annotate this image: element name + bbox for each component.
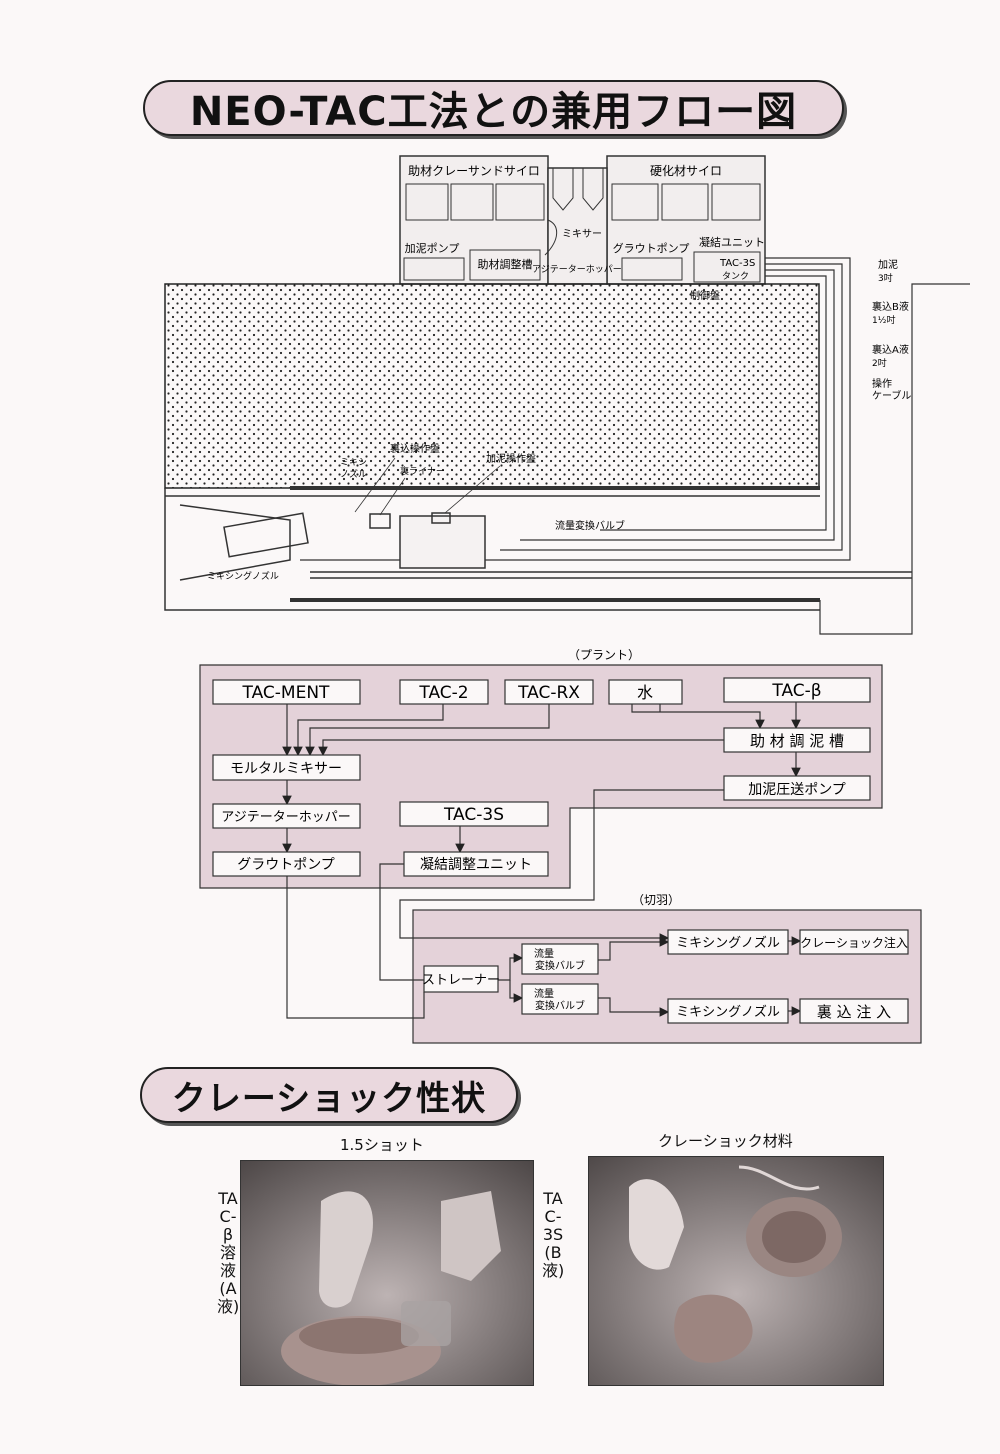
tac3s-tank-label: TAC-3S [719, 258, 755, 269]
pipe-a-label: 裏込A液 [872, 343, 909, 356]
box-valve2 [521, 983, 599, 1015]
page-title: NEO-TAC工法との兼用フロー図 [143, 80, 844, 136]
grout-pump-label: グラウトポンプ [613, 241, 690, 255]
pipe-a-size: 2吋 [872, 358, 887, 369]
back-liner-label: 裏ライナー [400, 465, 445, 477]
plant-label: （プラント） [568, 648, 640, 662]
pipe-mud-label: 加泥 [878, 258, 898, 271]
box-nozzle1 [667, 929, 789, 955]
backfill-panel-label: 裏込操作盤 [390, 442, 440, 455]
box-valve1 [521, 943, 599, 975]
text-valve1b: 変換バルブ [535, 959, 585, 972]
text-tac-beta: TAC-β [771, 681, 821, 701]
agitator-label: アジテーターホッパー [532, 264, 622, 275]
cable-label2: ケーブル [872, 389, 911, 402]
box-tac-beta [723, 677, 871, 703]
box-mortar-mixer [212, 754, 361, 781]
pipe-b-label: 裏込B液 [872, 300, 909, 313]
photo-right [588, 1156, 884, 1386]
text-strainer: ストレーナー [422, 973, 500, 988]
box-strainer [423, 965, 499, 993]
pipe-mud-size: 3吋 [878, 273, 893, 284]
text-clayshock-inject: クレーショック注入 [800, 935, 908, 950]
box-aux-tank [723, 727, 871, 753]
text-tac-rx: TAC-RX [517, 683, 580, 703]
photo-left-vertical-caption: TAC-β溶液(A液) [217, 1189, 240, 1316]
box-tac-2 [399, 679, 489, 705]
text-tac-3s: TAC-3S [443, 805, 504, 825]
photo-left-caption: 1.5ショット [340, 1136, 424, 1154]
box-water [608, 679, 683, 705]
control-panel-label: 制御盤 [690, 289, 720, 302]
photo-right-vertical-caption: TAC-3S(B液) [542, 1189, 565, 1280]
text-nozzle2: ミキシングノズル [676, 1004, 780, 1020]
aux-tank-label: 助材調整槽 [478, 257, 533, 271]
text-mud-pump: 加泥圧送ポンプ [748, 782, 846, 798]
text-set-unit: 凝結調整ユニット [420, 857, 532, 873]
silo-left-label: 助材クレーサンドサイロ [408, 164, 540, 178]
photo-left-image [241, 1161, 533, 1385]
mixing-label-upper: ミキシ [340, 458, 367, 468]
photo-right-image [589, 1157, 883, 1385]
text-valve2b: 変換バルブ [535, 999, 585, 1012]
box-nozzle2 [667, 998, 789, 1024]
box-mud-pump [723, 775, 871, 801]
photo-right-caption: クレーショック材料 [658, 1132, 793, 1150]
flow-valve-label: 流量変換バルブ [555, 519, 625, 532]
tac3s-tank-label2: タンク [722, 271, 749, 282]
box-grout-pump [212, 851, 361, 877]
mixer-label: ミキサー [562, 228, 602, 240]
box-tac-3s [399, 801, 549, 827]
text-water: 水 [637, 683, 653, 702]
text-agitator: アジテーターホッパー [221, 810, 350, 825]
set-unit-label: 凝結ユニット [699, 235, 765, 249]
mud-pump-label: 加泥ポンプ [405, 242, 460, 255]
text-tac-ment: TAC-MENT [242, 683, 331, 703]
box-agitator [212, 803, 361, 829]
text-tac-2: TAC-2 [418, 683, 468, 703]
plant-buildings [399, 155, 766, 285]
text-valve1a: 流量 [534, 947, 554, 960]
face-label: （切羽） [632, 893, 680, 907]
mixing-nozzle-label: ミキシングノズル [207, 570, 279, 582]
text-valve2a: 流量 [534, 987, 554, 1000]
plant-diagram: 助材クレーサンドサイロ 硬化材サイロ ミキサー 加泥ポンプ 助材調整槽 アジテー… [164, 155, 970, 635]
section-title: クレーショック性状 [140, 1067, 518, 1123]
mixing-label-upper2: ノズル [340, 468, 367, 480]
box-backfill-inject [799, 998, 909, 1024]
plant-panel [199, 664, 883, 889]
pipe-b-size: 1½吋 [872, 315, 895, 326]
text-nozzle1: ミキシングノズル [676, 935, 780, 951]
text-grout-pump: グラウトポンプ [237, 857, 335, 873]
text-mortar-mixer: モルタルミキサー [230, 761, 342, 777]
box-clayshock-inject [799, 929, 909, 955]
photo-left [240, 1160, 534, 1386]
mud-panel-label: 加泥操作盤 [486, 452, 536, 465]
box-tac-rx [504, 679, 594, 705]
flow-chart: （プラント） （切羽） [199, 648, 922, 1044]
silo-right-label: 硬化材サイロ [650, 164, 722, 178]
text-aux-tank: 助 材 調 泥 槽 [750, 732, 844, 750]
text-backfill-inject: 裏 込 注 入 [817, 1003, 891, 1021]
cable-label: 操作 [872, 377, 892, 390]
box-set-unit [403, 851, 549, 877]
box-tac-ment [212, 679, 361, 705]
